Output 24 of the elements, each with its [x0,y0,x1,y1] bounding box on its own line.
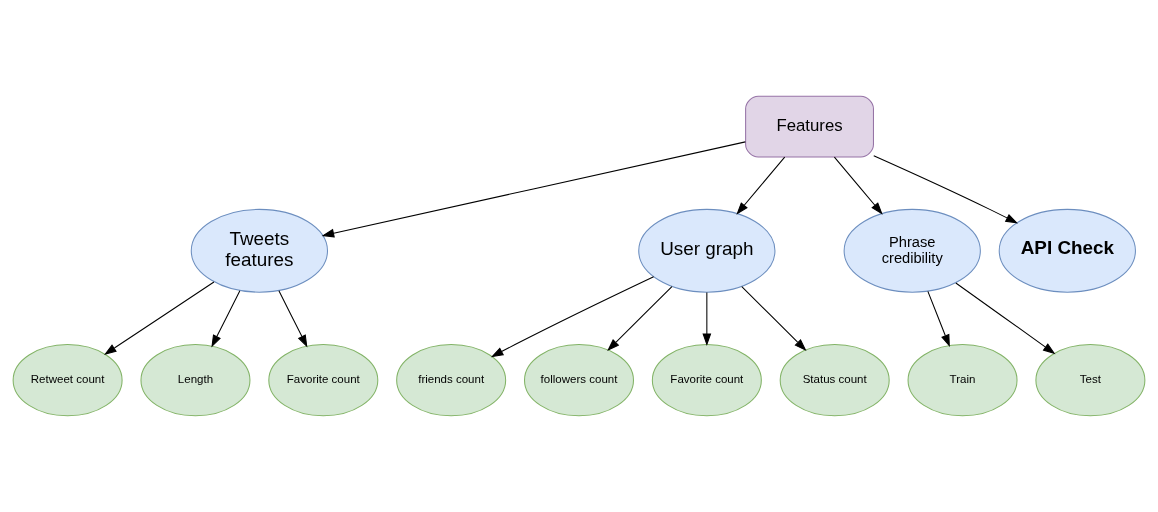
node-ellipse: Length [140,344,251,417]
node-ellipse: followers count [524,344,634,417]
arrow [278,290,308,348]
arrow [702,291,712,347]
node-ellipse: Phrase credibility [843,208,981,293]
node-ellipse: Favorite count [651,344,762,417]
arrow [490,276,655,358]
arrow [927,290,950,348]
arrow [833,156,883,215]
node-ellipse: Train [907,344,1018,417]
arrow [104,281,215,355]
arrow [873,155,1019,224]
arrow [211,290,241,348]
node-box: Features [745,95,874,158]
arrow [955,282,1056,355]
node-ellipse: API Check [998,208,1136,293]
arrow [741,286,807,352]
arrow [607,286,673,352]
node-ellipse: Tweets features [190,208,329,293]
node-ellipse: Status count [779,344,890,417]
node-ellipse: User graph [638,208,776,293]
arrow [736,156,786,215]
node-ellipse: Favorite count [268,344,379,417]
arrow [321,141,746,238]
